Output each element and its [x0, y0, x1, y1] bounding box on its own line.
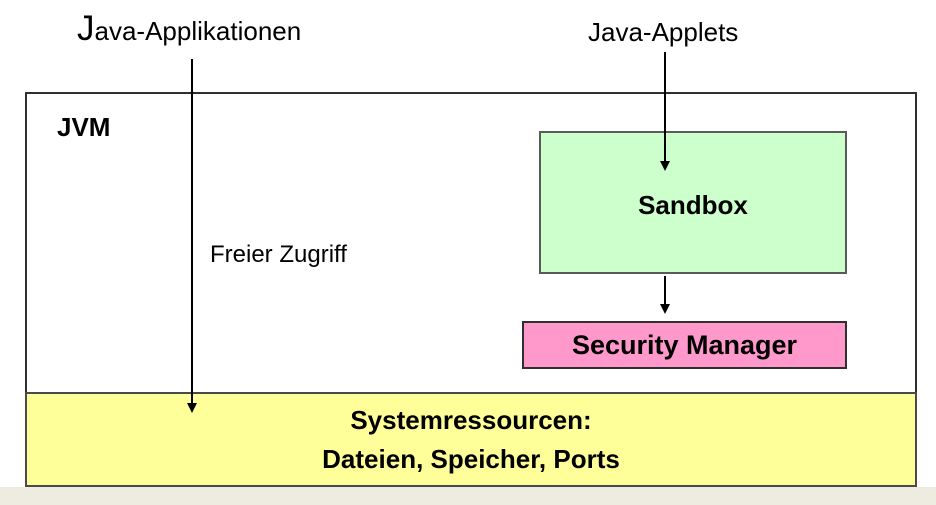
sandbox-label: Sandbox: [638, 190, 748, 220]
sandbox-box: Sandbox: [539, 131, 847, 274]
title-java-applications-rest: ava-Applikationen: [94, 16, 302, 46]
title-java-applications: Java-Applikationen: [77, 9, 301, 51]
jvm-label: JVM: [57, 112, 111, 142]
security-manager-box: Security Manager: [522, 321, 847, 369]
resources-line1: Systemressourcen:: [350, 404, 592, 435]
free-access-label: Freier Zugriff: [210, 241, 347, 268]
title-java-applets: Java-Applets: [588, 17, 739, 47]
title-java-applications-initial: J: [77, 9, 95, 48]
security-manager-label: Security Manager: [571, 329, 798, 360]
resources-line2: Dateien, Speicher, Ports: [322, 443, 620, 474]
background-strip: [0, 487, 936, 505]
system-resources-box: Systemressourcen: Dateien, Speicher, Por…: [25, 392, 917, 487]
